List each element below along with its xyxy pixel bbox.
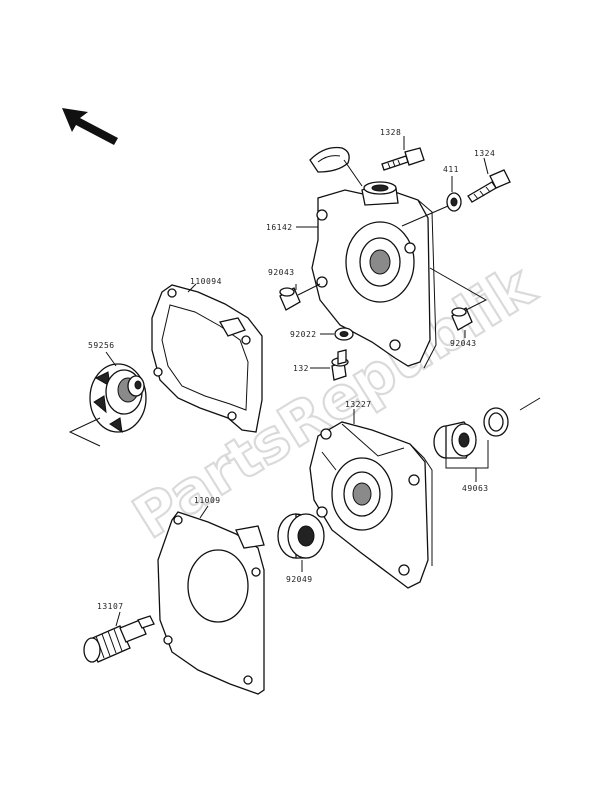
label-1324: 1324: [474, 149, 495, 158]
label-49063: 49063: [462, 484, 489, 493]
part-13227-housing: [309, 421, 433, 589]
label-13227: 13227: [345, 400, 372, 409]
part-49063-seal: [433, 407, 509, 459]
label-411: 411: [443, 165, 459, 174]
label-132: 132: [293, 364, 309, 373]
part-92043-dowel-right: [451, 307, 473, 331]
part-132-plug: [331, 349, 349, 381]
part-92022-washer: [334, 327, 354, 341]
part-411-washer: [446, 192, 462, 212]
label-16142: 16142: [266, 223, 293, 232]
part-59256-impeller: [89, 363, 147, 434]
part-110094-gasket: [151, 284, 263, 433]
part-11009-gasket: [157, 511, 265, 695]
part-1328-bolt: [381, 147, 425, 171]
part-92049-oil-seal: [277, 513, 325, 559]
label-110094: 110094: [190, 277, 222, 286]
label-11009: 11009: [194, 496, 221, 505]
label-92049: 92049: [286, 575, 313, 584]
label-92043-upper: 92043: [268, 268, 295, 277]
part-16142-housing: [309, 146, 437, 369]
label-92022: 92022: [290, 330, 317, 339]
label-59256: 59256: [88, 341, 115, 350]
label-92043-lower: 92043: [450, 339, 477, 348]
label-13107: 13107: [97, 602, 124, 611]
part-92043-dowel-left: [279, 287, 301, 311]
part-1324-bolt: [467, 169, 511, 203]
part-13107-shaft: [83, 615, 155, 663]
label-1328: 1328: [380, 128, 401, 137]
front-arrow-icon: [62, 108, 118, 145]
